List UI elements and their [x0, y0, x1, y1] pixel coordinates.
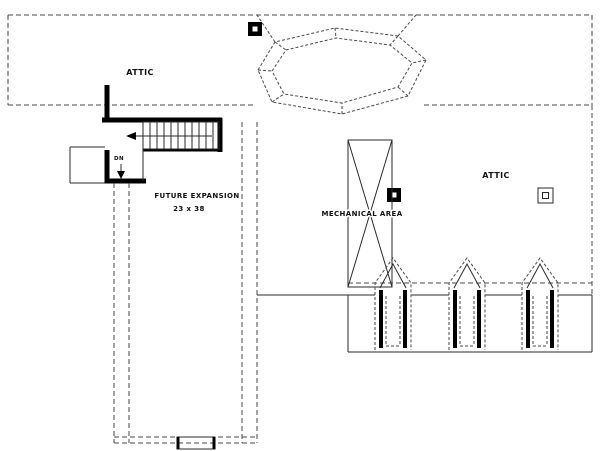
dormer-middle: [448, 257, 486, 351]
lower-right-walls: [257, 282, 593, 353]
staircase: DN: [113, 121, 220, 181]
roof-feature-octagon: [256, 14, 427, 115]
attic-vent-right-icon: [537, 187, 554, 204]
dormer-right: [521, 257, 559, 351]
left-notch-walls: [69, 146, 105, 184]
roof-access-top-icon: [248, 22, 262, 36]
attic-label-left: ATTIC: [126, 68, 154, 77]
structural-walls: [102, 85, 223, 184]
mechanical-area-label: MECHANICAL AREA: [321, 210, 402, 218]
dormer-left: [374, 257, 412, 351]
future-expansion-size-label: 23 x 38: [173, 205, 205, 213]
roof-outline: [7, 14, 593, 295]
future-expansion-area: [113, 122, 258, 450]
roof-access-middle-icon: [387, 188, 401, 202]
future-expansion-label: FUTURE EXPANSION: [154, 192, 239, 200]
attic-label-right: ATTIC: [482, 171, 510, 180]
mechanical-area: [347, 139, 393, 288]
stairs-dn-label: DN: [114, 156, 124, 162]
